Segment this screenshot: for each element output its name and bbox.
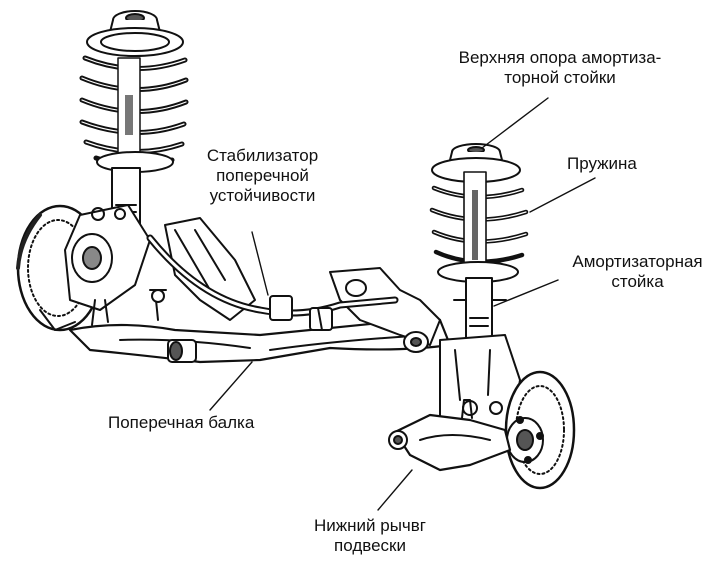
label-stabilizer-line2: поперечной [216, 166, 309, 185]
label-crossbeam: Поперечная балка [108, 413, 254, 433]
label-upper-mount-line1: Верхняя опора амортиза- [458, 48, 662, 67]
label-spring-line1: Пружина [567, 154, 637, 173]
right-strut-assembly [429, 143, 529, 341]
label-upper-mount-line2: торной стойки [504, 68, 616, 87]
stabilizer-bar-drawing [146, 234, 399, 331]
label-stabilizer: Стабилизатор поперечной устойчивости [190, 146, 335, 206]
leader-lines [209, 97, 596, 511]
leader-spring [529, 177, 596, 213]
crossbeam-drawing [68, 217, 452, 364]
leader-stabilizer [251, 231, 269, 296]
label-lower-arm-line2: подвески [334, 536, 406, 555]
label-strut-line1: Амортизаторная [572, 252, 703, 271]
leader-crossbeam [209, 361, 253, 411]
label-stabilizer-line1: Стабилизатор [206, 146, 319, 165]
label-strut: Амортизаторная стойка [555, 252, 720, 292]
leader-strut [493, 279, 559, 307]
label-lower-arm-line1: Нижний рычвг [313, 516, 426, 535]
lower-arm-drawing [388, 399, 512, 472]
label-lower-arm: Нижний рычвг подвески [285, 516, 455, 556]
label-spring: Пружина [567, 154, 637, 174]
label-strut-line2: стойка [611, 272, 664, 291]
left-strut-assembly [79, 10, 189, 236]
label-upper-mount: Верхняя опора амортиза- торной стойки [440, 48, 680, 88]
left-hub-assembly [16, 204, 151, 332]
label-stabilizer-line3: устойчивости [209, 186, 316, 205]
leader-upper-mount [481, 97, 549, 149]
leader-lower-arm [377, 469, 413, 511]
label-crossbeam-line1: Поперечная балка [108, 413, 255, 432]
